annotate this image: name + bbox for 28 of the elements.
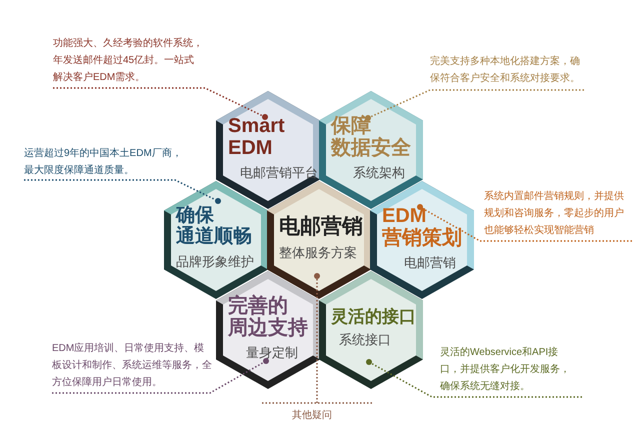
callout-text: 完美支持多种本地化搭建方案，确保符合客户安全和系统对接要求。: [430, 53, 582, 87]
hexagon-title: 完善的周边支持: [228, 295, 308, 339]
hexagon-subtitle: 系统接口: [339, 332, 391, 348]
leader-line: [24, 179, 221, 204]
hexagon-title: 灵活的接口: [331, 306, 416, 326]
callout-text: 灵活的Webservice和API接口，并提供客户化开发服务，确保系统无缝对接。: [440, 344, 576, 395]
hexagon-subtitle: 系统架构: [353, 165, 405, 180]
hexagon-title: 保障数据安全: [331, 115, 411, 159]
callout-text: 系统内置邮件营销规则，并提供规划和咨询服务，零起步的用户也能够轻松实现智能营销: [484, 188, 626, 239]
callout-text: EDM应用培训、日常使用支持、模板设计和制作、系统运维等服务，全方位保障用户日常使用。: [52, 340, 212, 391]
leader-line: [417, 204, 632, 242]
callout-text: 运营超过9年的中国本土EDM厂商，最大限度保障通道质量。: [24, 145, 186, 179]
leader-line: [366, 359, 582, 398]
leader-line: [52, 358, 269, 394]
hexagon-title: Smart EDM: [228, 115, 285, 159]
hexagon-title: 确保通道顺畅: [176, 205, 252, 247]
footer-note: 其他疑问: [292, 407, 352, 424]
hexagon-subtitle: 品牌形象维护: [176, 254, 254, 269]
hexagon-title: EDM 营销策划: [382, 205, 462, 249]
leader-line: [365, 89, 584, 121]
hexagon-subtitle: 电邮营销平台: [240, 165, 318, 180]
leader-line: [261, 273, 373, 404]
leader-line: [53, 87, 268, 120]
hexagon-title: 电邮营销: [279, 215, 363, 238]
hexagon-subtitle: 整体服务方案: [279, 244, 357, 260]
hexagon-subtitle: 电邮营销: [404, 255, 456, 270]
callout-text: 功能强大、久经考验的软件系统，年发送邮件超过45亿封。一站式解决客户EDM需求。: [53, 35, 203, 86]
hexagon-subtitle: 量身定制: [246, 345, 298, 360]
